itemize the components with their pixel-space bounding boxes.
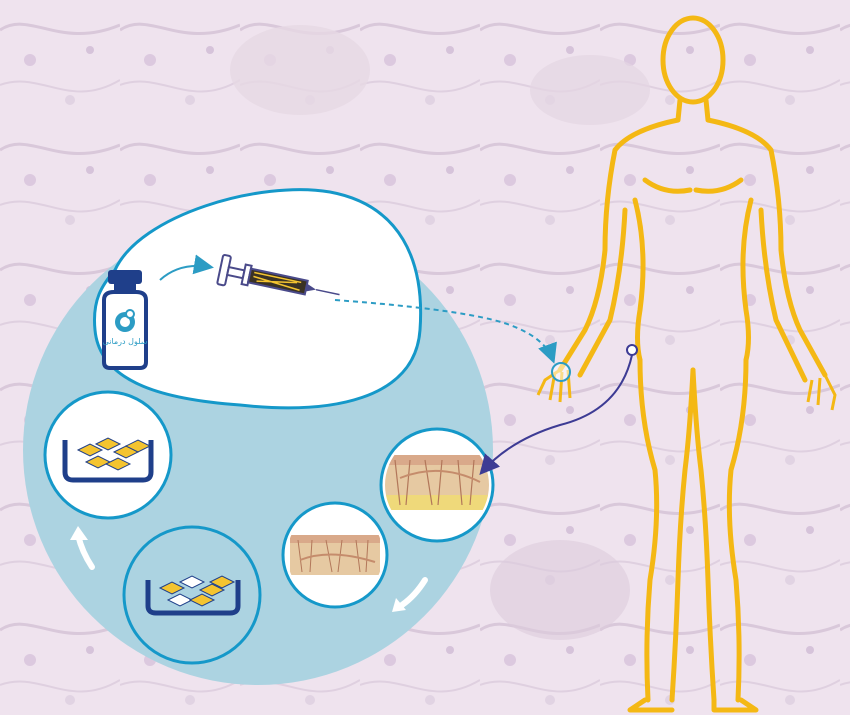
background-blob: [530, 55, 650, 125]
biopsy-site-icon: [627, 345, 637, 355]
vial-label: سلول درمانی: [103, 337, 148, 346]
skin-tissue-sample-upper: [381, 429, 493, 541]
background-blob: [230, 25, 370, 115]
injection-site-icon: [552, 363, 570, 381]
culture-dish-upper: [45, 392, 171, 518]
skin-tissue-sample-lower: [283, 503, 387, 607]
skin-tissue-icon: [290, 535, 380, 575]
culture-dish-lower: [124, 527, 260, 663]
background-blob: [490, 540, 630, 640]
skin-tissue-icon: [385, 455, 490, 510]
